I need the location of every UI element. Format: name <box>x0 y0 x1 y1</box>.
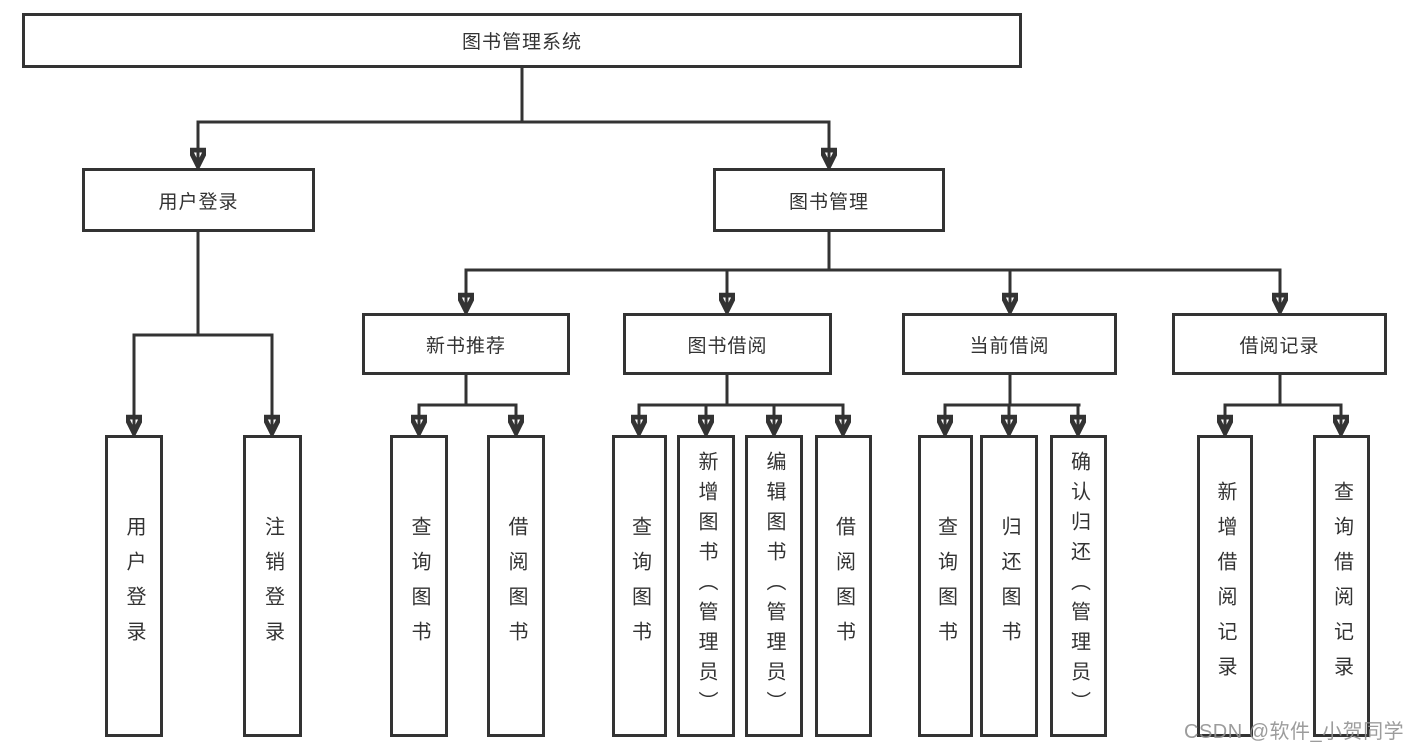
node-label: 图书借阅 <box>687 335 768 357</box>
leaf-borrow-books-recommend: 借阅图书 <box>487 435 545 737</box>
leaf-query-books-current: 查询图书 <box>918 435 973 737</box>
leaf-query-borrow-record: 查询借阅记录 <box>1313 435 1370 737</box>
leaf-label: 编辑图书（管理员） <box>763 451 785 721</box>
leaf-query-books-recommend: 查询图书 <box>390 435 448 737</box>
node-label: 借阅记录 <box>1239 335 1320 357</box>
connector-new-book-recommendation-to-leaves <box>418 373 518 433</box>
leaf-query-books-borrowing: 查询图书 <box>612 435 667 737</box>
leaf-label: 新增图书（管理员） <box>695 451 717 721</box>
leaf-confirm-return-admin: 确认归还（管理员） <box>1050 435 1107 737</box>
node-user-login: 用户登录 <box>82 168 315 232</box>
watermark: CSDN @软件_小贺同学 <box>1184 721 1405 743</box>
leaf-label: 借阅图书 <box>505 516 527 656</box>
connector-book-borrowing-to-leaves <box>638 373 845 433</box>
node-label: 新书推荐 <box>425 335 506 357</box>
leaf-label: 查询图书 <box>408 516 430 656</box>
leaf-user-login: 用户登录 <box>105 435 163 737</box>
node-library-system: 图书管理系统 <box>22 13 1022 68</box>
leaf-label: 归还图书 <box>998 516 1020 656</box>
node-current-borrowing: 当前借阅 <box>902 313 1117 375</box>
node-book-borrowing: 图书借阅 <box>623 313 832 375</box>
leaf-label: 查询借阅记录 <box>1330 481 1353 691</box>
leaf-logout: 注销登录 <box>243 435 302 737</box>
node-label: 图书管理 <box>788 191 869 213</box>
leaf-borrow-books: 借阅图书 <box>815 435 872 737</box>
leaf-add-borrow-record: 新增借阅记录 <box>1197 435 1253 737</box>
leaf-label: 查询图书 <box>628 516 651 656</box>
leaf-label: 借阅图书 <box>832 516 855 656</box>
leaf-label: 查询图书 <box>934 516 957 656</box>
leaf-label: 确认归还（管理员） <box>1067 451 1090 721</box>
leaf-edit-book-admin: 编辑图书（管理员） <box>745 435 803 737</box>
node-book-management: 图书管理 <box>713 168 945 232</box>
node-label: 图书管理系统 <box>461 32 582 53</box>
connector-current-borrowing-to-leaves <box>944 373 1081 433</box>
leaf-label: 注销登录 <box>261 516 284 656</box>
node-new-book-recommendation: 新书推荐 <box>362 313 570 375</box>
leaf-add-book-admin: 新增图书（管理员） <box>677 435 735 737</box>
node-label: 当前借阅 <box>969 335 1050 357</box>
leaf-label: 用户登录 <box>123 516 145 656</box>
connector-borrowing-records-to-leaves <box>1224 373 1343 433</box>
leaf-return-books: 归还图书 <box>980 435 1038 737</box>
connector-user-login-to-leaves <box>133 230 274 433</box>
node-borrowing-records: 借阅记录 <box>1172 313 1387 375</box>
node-label: 用户登录 <box>158 191 239 213</box>
connector-book-management-to-level3 <box>465 230 1282 311</box>
leaf-label: 新增借阅记录 <box>1214 481 1236 691</box>
connector-root-to-level2 <box>197 66 831 166</box>
